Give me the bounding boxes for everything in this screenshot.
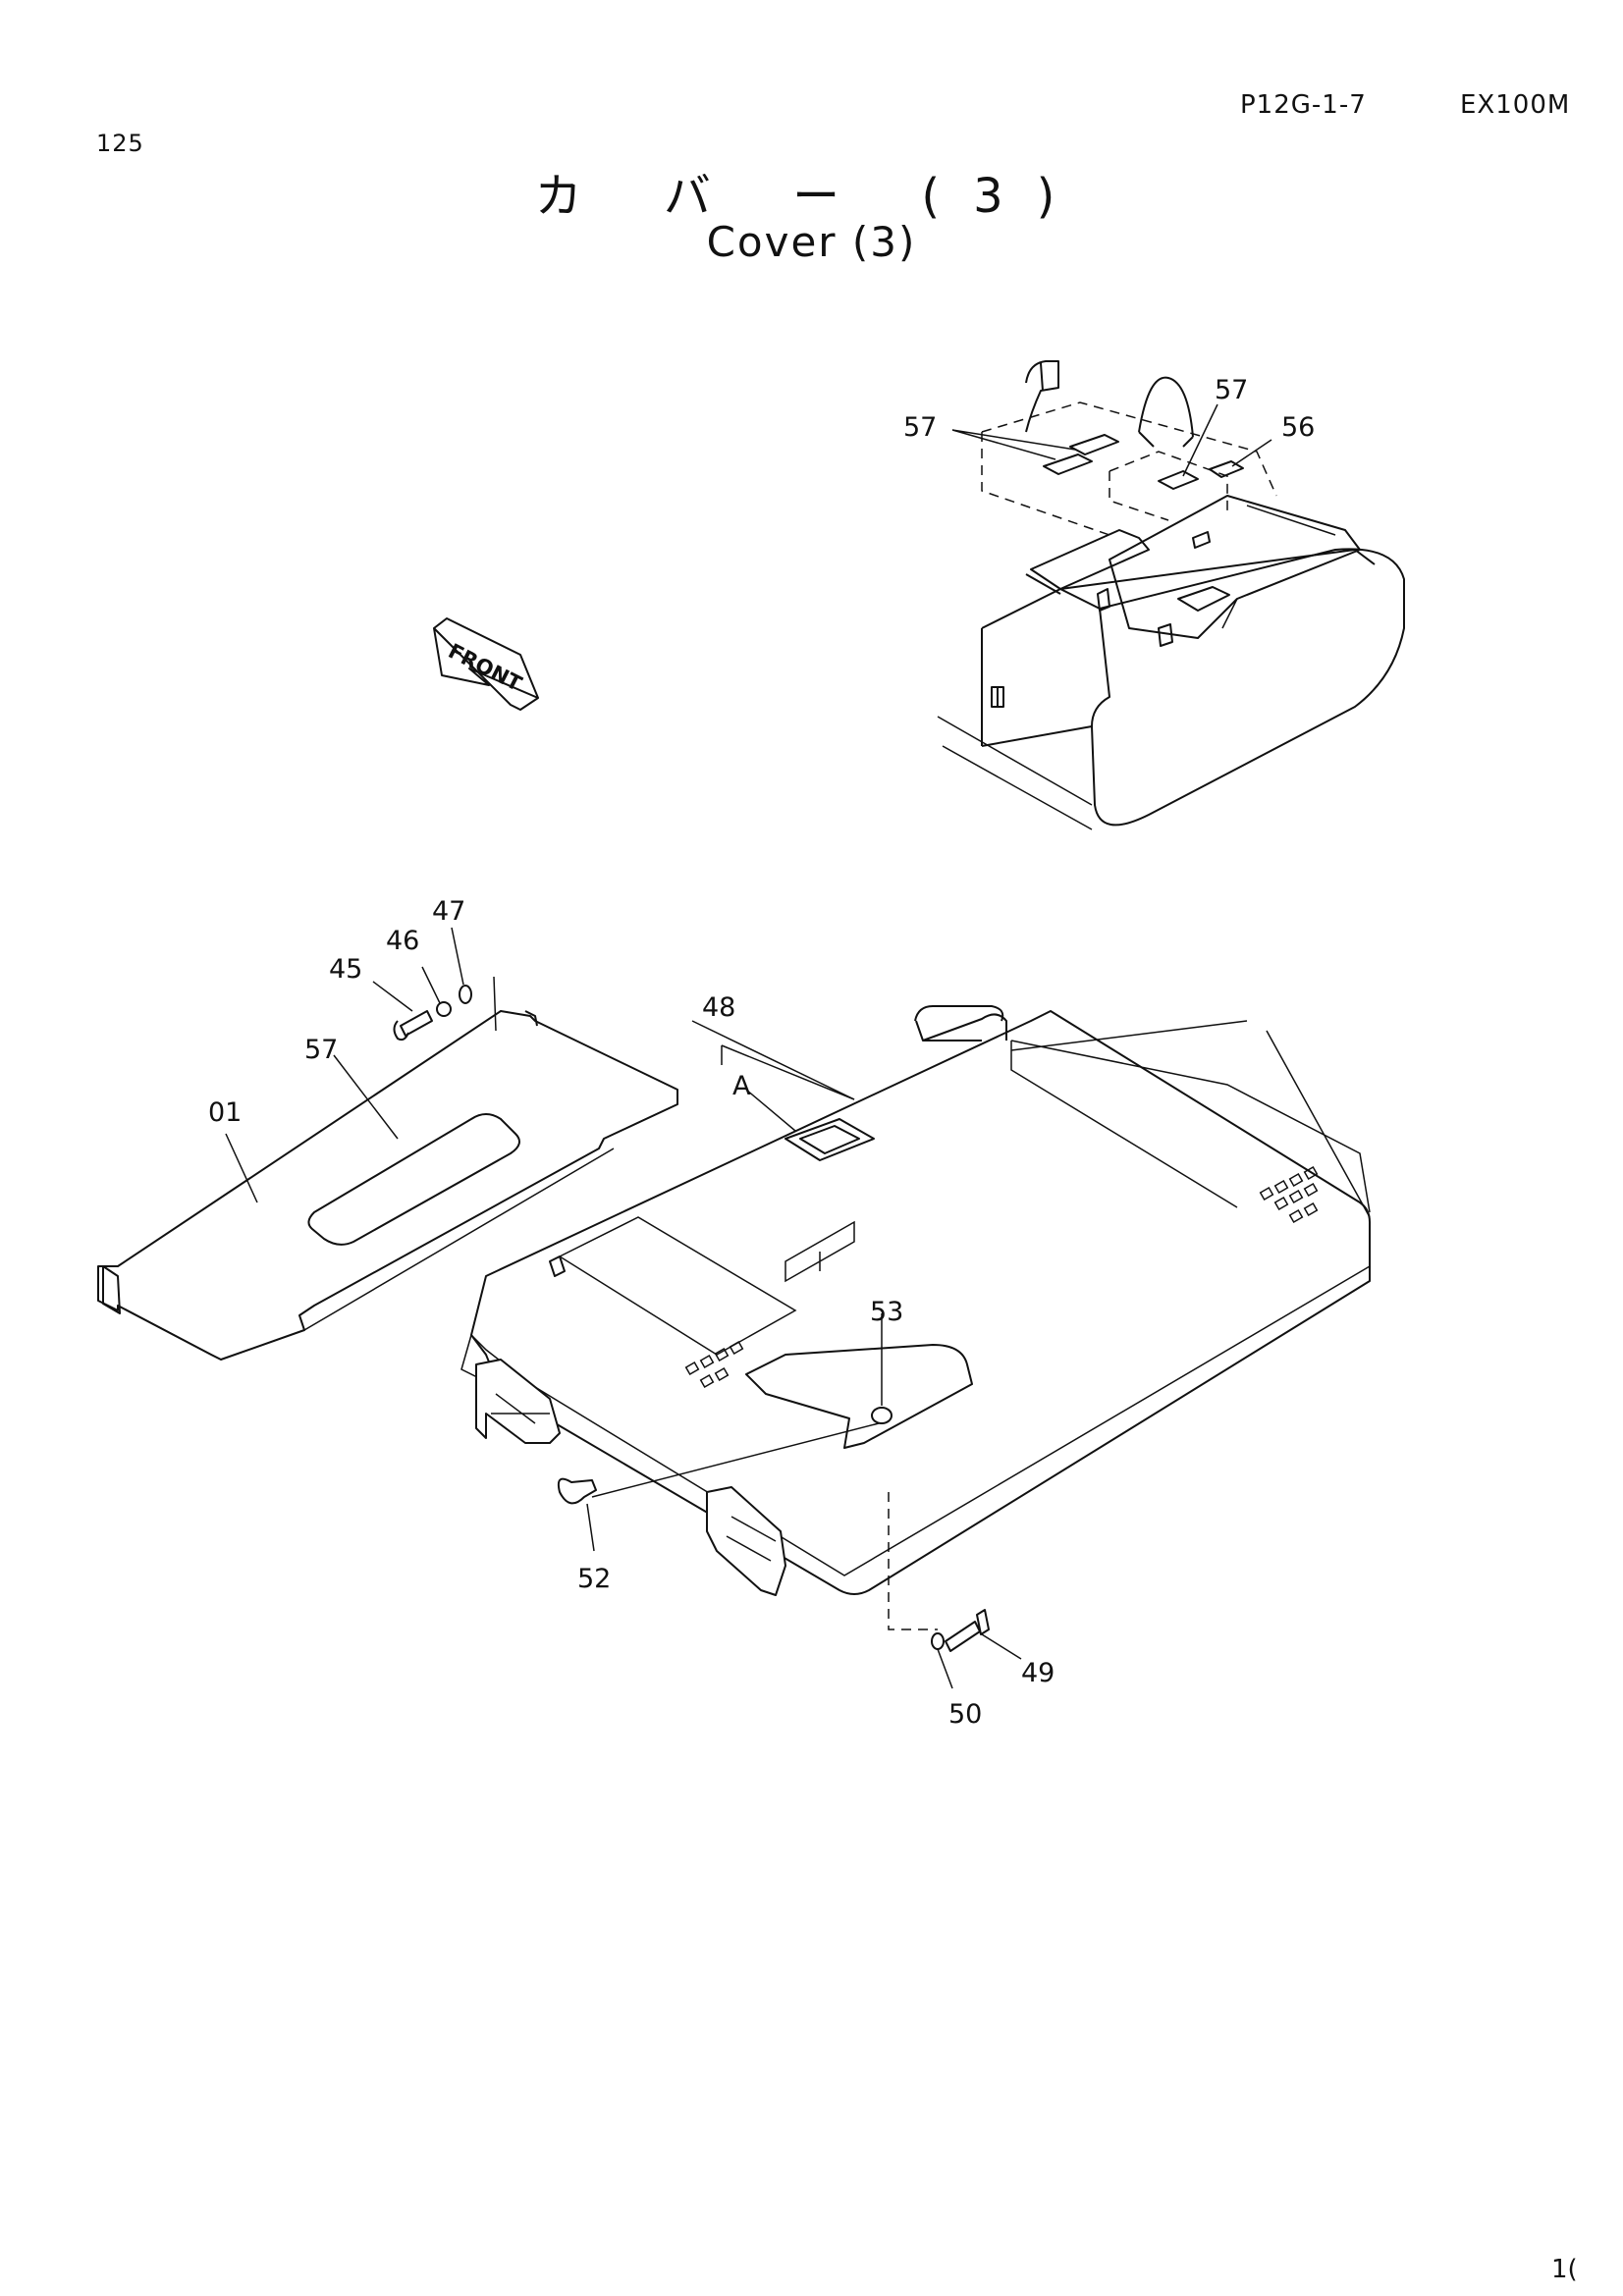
title-japanese: カ バ ー (3) [534, 169, 1089, 224]
model-name: EX100M [1460, 90, 1571, 120]
drawing-code: P12G-1-7 [1240, 90, 1367, 120]
machine-overview-illustration: 57 57 56 [903, 360, 1405, 830]
callout-57-overview-left: 57 [903, 412, 937, 443]
page-footer-fragment: 1( [1551, 2255, 1578, 2284]
title-english: Cover (3) [706, 218, 917, 266]
front-arrow-label: FRONT [445, 639, 526, 696]
page-number: 125 [96, 130, 144, 157]
main-cover-48: A 48 53 52 49 50 [460, 992, 1371, 1730]
callout-57-overview-right: 57 [1215, 375, 1248, 405]
callout-47: 47 [432, 896, 465, 927]
callout-01: 01 [208, 1097, 242, 1128]
callout-45: 45 [329, 954, 362, 985]
callout-56: 56 [1281, 412, 1315, 443]
front-arrow-icon: FRONT [433, 617, 539, 711]
callout-46: 46 [386, 926, 419, 956]
callout-49: 49 [1021, 1658, 1055, 1688]
callout-50: 50 [948, 1699, 982, 1730]
callout-57-panel: 57 [304, 1035, 338, 1065]
callout-52: 52 [577, 1564, 611, 1594]
cover-panel-01: 45 46 47 57 01 [97, 896, 678, 1361]
detail-label-a: A [732, 1071, 751, 1101]
callout-48: 48 [702, 992, 735, 1023]
callout-53: 53 [870, 1297, 903, 1327]
